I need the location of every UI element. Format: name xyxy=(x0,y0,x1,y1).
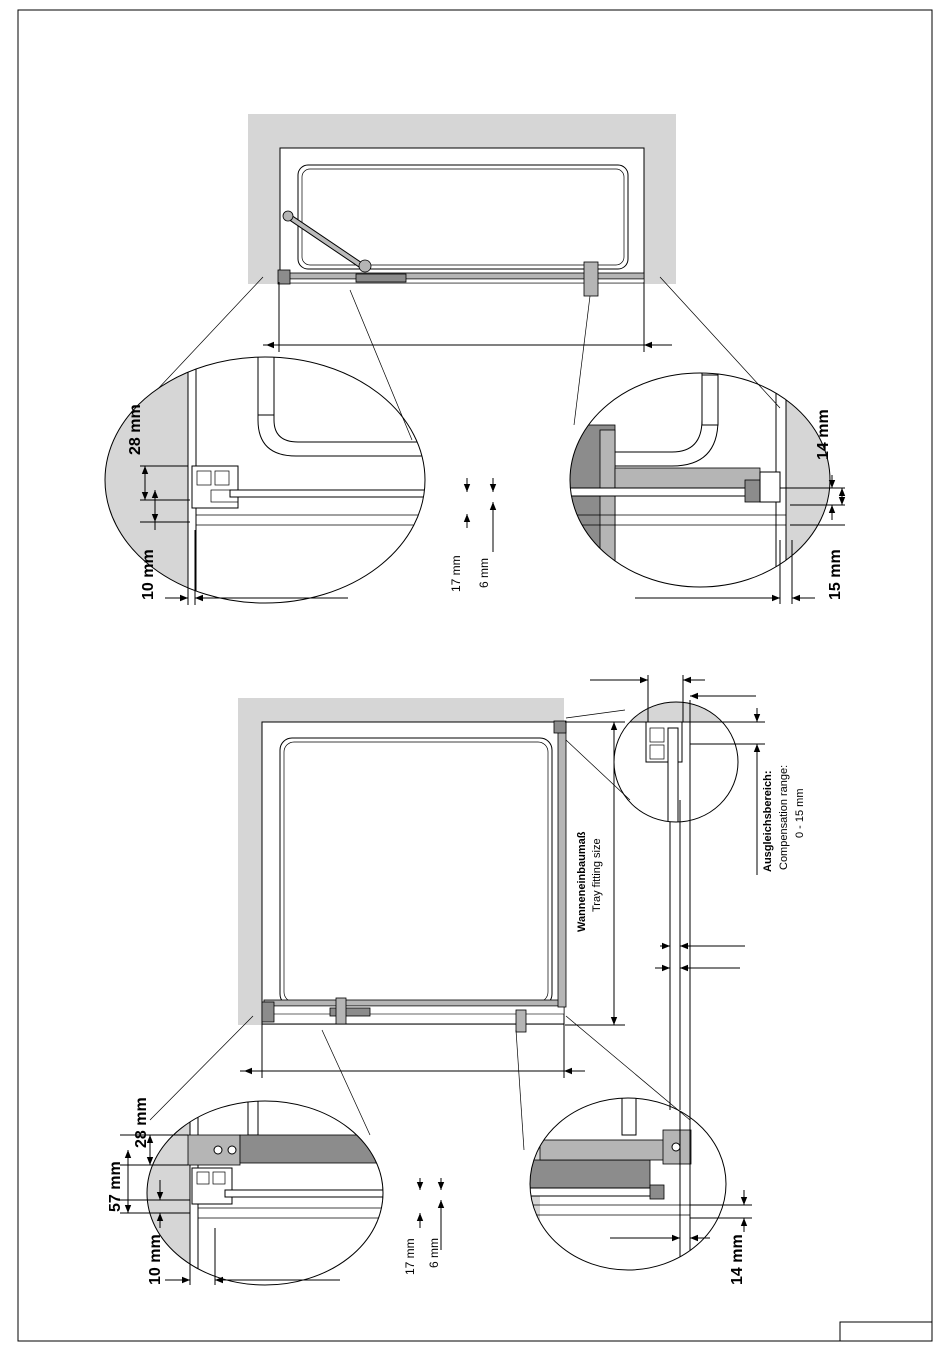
dim-57mm-bottom-left: 57 mm xyxy=(107,1161,124,1212)
compensation-range: 0 - 15 mm xyxy=(794,788,806,838)
dim-6mm-top: 6 mm xyxy=(477,558,491,588)
title-box xyxy=(840,1322,932,1341)
compensation-label-en: Compensation range: xyxy=(778,765,790,870)
dim-28mm-top-left: 28 mm xyxy=(127,404,144,455)
dim-28mm-bottom-left: 28 mm xyxy=(133,1097,150,1148)
detail-b-top-right xyxy=(560,370,846,600)
tray-fitting-size-de: Wanneneinbaumaß xyxy=(576,831,588,932)
dim-14mm-top-right: 14 mm xyxy=(815,409,832,460)
bottom-plan-view xyxy=(238,698,566,1032)
compensation-label-de: Ausgleichsbereich: xyxy=(762,771,774,872)
dim-6mm-bottom: 6 mm xyxy=(427,1238,441,1268)
dim-10mm-top-left: 10 mm xyxy=(140,549,157,600)
tray-fitting-size-en: Tray fitting size xyxy=(591,838,603,912)
dim-14mm-bottom-right: 14 mm xyxy=(729,1234,746,1285)
dim-17mm-bottom: 17 mm xyxy=(403,1238,417,1275)
dim-15mm-top-right: 15 mm xyxy=(827,549,844,600)
dim-10mm-bottom-left: 10 mm xyxy=(147,1234,164,1285)
detail-e-bottom-right xyxy=(530,1095,691,1285)
top-plan-view xyxy=(248,114,676,296)
detail-d-bottom-left xyxy=(140,1090,395,1290)
dim-17mm-top: 17 mm xyxy=(449,555,463,592)
